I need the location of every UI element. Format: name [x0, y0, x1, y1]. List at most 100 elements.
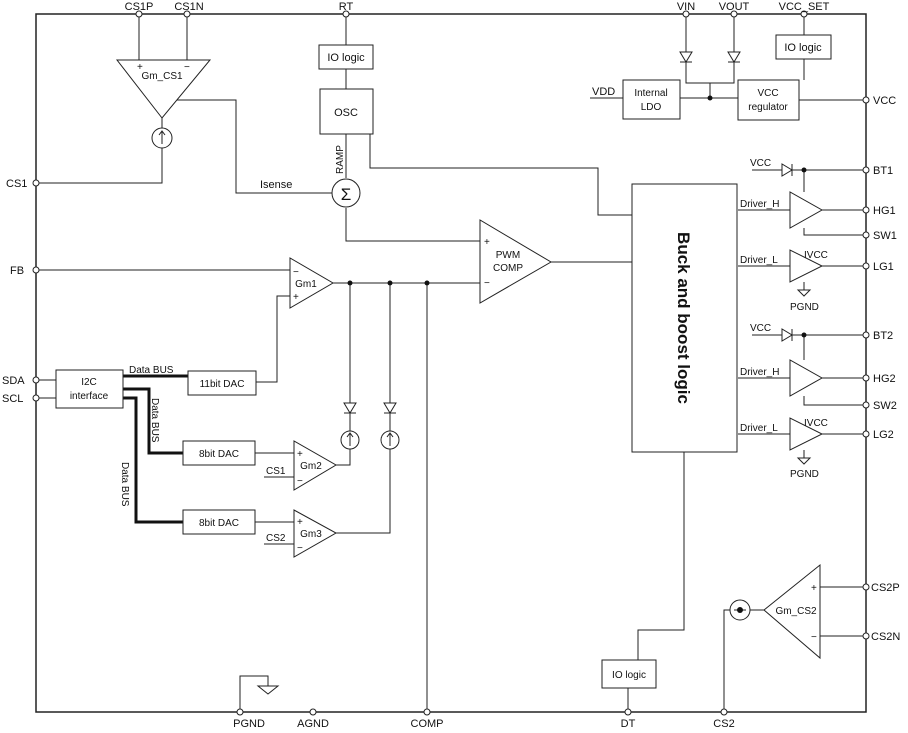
svg-text:PWM: PWM [496, 250, 520, 261]
svg-text:Σ: Σ [341, 185, 352, 204]
current-source-cs2 [729, 599, 751, 621]
block-11bit-dac: 11bit DAC [187, 370, 257, 396]
diode-gm2 [343, 402, 357, 414]
block-internal-ldo: Internal LDO [622, 79, 681, 120]
svg-text:Gm2: Gm2 [300, 461, 322, 472]
label-ivcc-1: IVCC [804, 250, 828, 261]
driver-h1 [789, 191, 824, 229]
amp-gm1: Gm1 − + [289, 257, 334, 309]
svg-text:−: − [297, 543, 303, 554]
svg-text:Gm_CS2: Gm_CS2 [775, 606, 817, 617]
pin-bt1: BT1 [873, 165, 893, 177]
pin-markers [32, 10, 870, 716]
svg-text:regulator: regulator [748, 102, 788, 113]
label-data-bus-1: Data BUS [129, 365, 174, 376]
pin-dt: DT [621, 718, 636, 730]
amp-gm-cs2: Gm_CS2 + − [763, 563, 821, 660]
svg-text:Internal: Internal [634, 88, 667, 99]
pin-pgnd: PGND [233, 718, 265, 730]
label-pgnd-2: PGND [790, 469, 819, 480]
label-vdd: VDD [592, 86, 615, 98]
wires [36, 14, 866, 712]
svg-text:8bit DAC: 8bit DAC [199, 449, 239, 460]
label-driver-h1: Driver_H [740, 199, 779, 210]
label-vcc-bt2: VCC [750, 323, 771, 334]
block-buck-boost-logic: Buck and boost logic [631, 183, 738, 453]
label-data-bus-2: Data BUS [149, 398, 160, 443]
svg-text:COMP: COMP [493, 263, 523, 274]
pin-sw2: SW2 [873, 400, 897, 412]
driver-l1 [789, 249, 824, 283]
pin-sw1: SW1 [873, 230, 897, 242]
pin-fb: FB [10, 265, 24, 277]
pin-hg2: HG2 [873, 373, 896, 385]
svg-text:IO logic: IO logic [327, 52, 365, 64]
pin-cs1p: CS1P [125, 1, 154, 13]
svg-text:IO logic: IO logic [784, 42, 822, 54]
block-8bit-dac-1: 8bit DAC [182, 440, 256, 466]
svg-text:Gm_CS1: Gm_CS1 [141, 71, 183, 82]
label-isense: Isense [260, 179, 292, 191]
amp-gm3: Gm3 + − [293, 509, 338, 558]
ground-symbol [256, 289, 812, 695]
pin-vcc: VCC [873, 95, 896, 107]
block-io-logic-vcc: IO logic [775, 34, 832, 60]
current-source-gm2 [340, 430, 360, 450]
junctions [347, 95, 807, 338]
svg-text:Gm1: Gm1 [295, 279, 317, 290]
amp-pwm-comp: PWM COMP + − [479, 219, 552, 304]
svg-text:−: − [297, 476, 303, 487]
svg-text:8bit DAC: 8bit DAC [199, 518, 239, 529]
driver-l2 [789, 417, 824, 451]
pin-hg1: HG1 [873, 205, 896, 217]
pin-scl: SCL [2, 393, 23, 405]
svg-text:OSC: OSC [334, 107, 358, 119]
amp-gm2: Gm2 + − [293, 440, 337, 491]
block-i2c-interface: I2C interface [55, 369, 124, 409]
label-driver-l1: Driver_L [740, 255, 778, 266]
svg-text:−: − [811, 632, 817, 643]
svg-text:Gm3: Gm3 [300, 529, 322, 540]
diode-gm3 [383, 402, 397, 414]
label-ramp: RAMP [335, 145, 346, 174]
svg-text:+: + [297, 517, 303, 528]
svg-text:LDO: LDO [641, 102, 662, 113]
summing-node: Σ [331, 178, 361, 208]
pin-sda: SDA [2, 375, 25, 387]
svg-text:−: − [484, 278, 490, 289]
block-vcc-regulator: VCC regulator [737, 79, 800, 121]
pin-lg2: LG2 [873, 429, 894, 441]
diode-bt1 [781, 163, 793, 177]
svg-text:+: + [811, 583, 817, 594]
pin-lg1: LG1 [873, 261, 894, 273]
driver-h2 [789, 359, 824, 397]
svg-text:−: − [293, 267, 299, 278]
pin-cs2n: CS2N [871, 631, 900, 643]
label-ivcc-2: IVCC [804, 418, 828, 429]
block-io-logic-dt: IO logic [601, 659, 657, 689]
pin-vin: VIN [677, 1, 695, 13]
pin-comp: COMP [411, 718, 444, 730]
svg-text:11bit DAC: 11bit DAC [200, 379, 245, 390]
svg-text:+: + [293, 292, 299, 303]
pin-vout: VOUT [719, 1, 750, 13]
amp-gm-cs1: Gm_CS1 + − [115, 59, 212, 119]
svg-text:interface: interface [70, 391, 109, 402]
svg-text:Buck and boost logic: Buck and boost logic [674, 232, 693, 404]
svg-text:+: + [137, 62, 143, 73]
label-pgnd-1: PGND [790, 302, 819, 313]
block-osc: OSC [319, 88, 374, 135]
label-driver-h2: Driver_H [740, 367, 779, 378]
label-cs2-input: CS2 [266, 533, 286, 544]
label-vcc-bt1: VCC [750, 158, 771, 169]
pin-cs2p: CS2P [871, 582, 900, 594]
block-8bit-dac-2: 8bit DAC [182, 509, 256, 535]
diode-vin [679, 51, 693, 63]
block-io-logic-rt: IO logic [318, 44, 374, 70]
svg-text:IO logic: IO logic [612, 670, 646, 681]
pin-rt: RT [339, 1, 354, 13]
pin-vcc-set: VCC_SET [779, 1, 830, 13]
diode-vout [727, 51, 741, 63]
chip-outline [35, 13, 867, 713]
